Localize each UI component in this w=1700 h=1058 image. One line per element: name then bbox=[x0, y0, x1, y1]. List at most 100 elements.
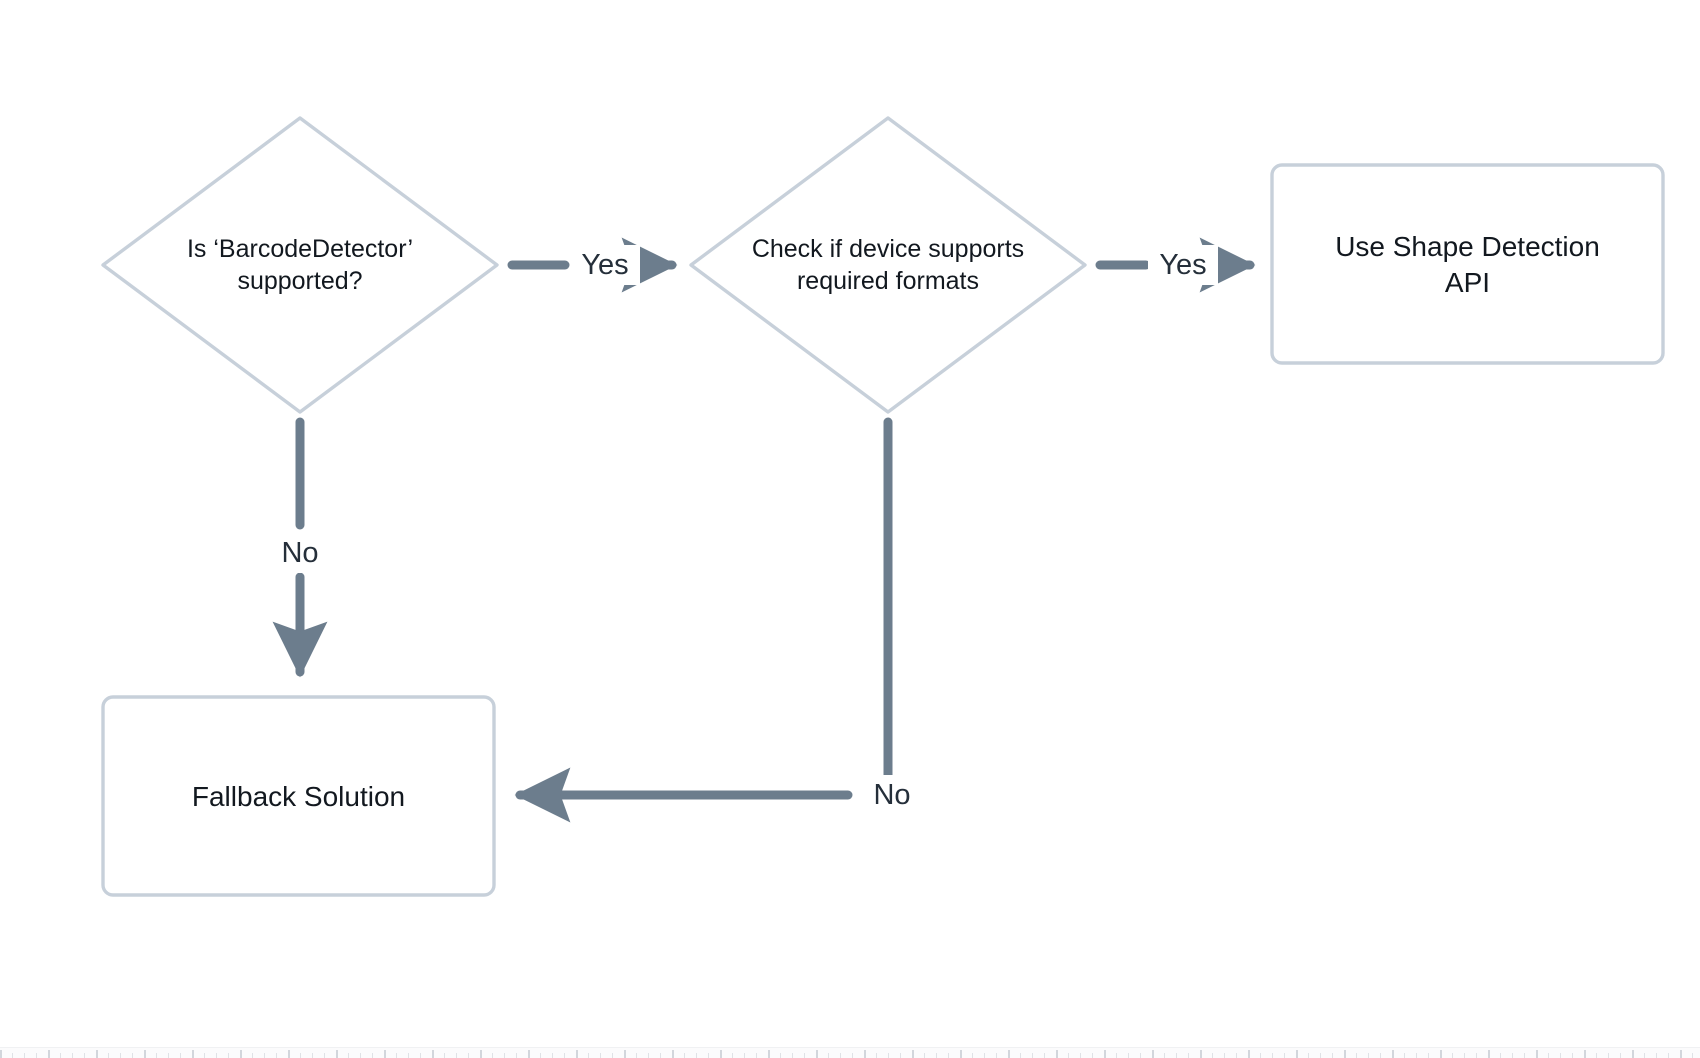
ruler-tick bbox=[852, 1053, 853, 1058]
ruler-tick bbox=[1116, 1053, 1117, 1058]
ruler-tick bbox=[912, 1050, 914, 1058]
ruler-tick bbox=[1692, 1053, 1693, 1058]
ruler-tick bbox=[264, 1053, 265, 1058]
ruler-tick bbox=[984, 1053, 985, 1058]
ruler-tick bbox=[1068, 1053, 1069, 1058]
ruler-tick bbox=[864, 1050, 866, 1058]
ruler-tick bbox=[1380, 1053, 1381, 1058]
ruler-tick bbox=[876, 1053, 877, 1058]
ruler-tick bbox=[1620, 1053, 1621, 1058]
ruler-tick bbox=[324, 1053, 325, 1058]
ruler-tick bbox=[408, 1053, 409, 1058]
ruler-tick bbox=[12, 1053, 13, 1058]
ruler-tick bbox=[204, 1053, 205, 1058]
node-decision-barcodedetector[interactable] bbox=[101, 116, 499, 414]
ruler-tick bbox=[1500, 1053, 1501, 1058]
ruler-tick bbox=[1056, 1050, 1058, 1058]
ruler-tick bbox=[1308, 1053, 1309, 1058]
ruler-tick bbox=[156, 1053, 157, 1058]
ruler-tick bbox=[1248, 1050, 1250, 1058]
ruler-tick bbox=[1548, 1053, 1549, 1058]
ruler-tick bbox=[936, 1053, 937, 1058]
ruler-tick bbox=[1044, 1053, 1045, 1058]
ruler-tick bbox=[1560, 1053, 1561, 1058]
ruler-tick bbox=[1512, 1053, 1513, 1058]
ruler-tick bbox=[1476, 1053, 1477, 1058]
ruler-tick bbox=[1428, 1053, 1429, 1058]
ruler-tick bbox=[600, 1053, 601, 1058]
node-decision-formats[interactable] bbox=[689, 116, 1087, 414]
ruler-tick bbox=[420, 1053, 421, 1058]
node-action-shape-detection[interactable] bbox=[1270, 163, 1665, 365]
ruler-tick bbox=[336, 1050, 338, 1058]
ruler-tick bbox=[24, 1053, 25, 1058]
ruler-tick bbox=[840, 1053, 841, 1058]
ruler-tick bbox=[1332, 1053, 1333, 1058]
ruler-tick bbox=[1128, 1053, 1129, 1058]
ruler-tick bbox=[456, 1053, 457, 1058]
ruler-tick bbox=[384, 1050, 386, 1058]
ruler-tick bbox=[708, 1053, 709, 1058]
ruler-tick bbox=[888, 1053, 889, 1058]
edge-label-formats-no: No bbox=[853, 775, 931, 815]
ruler-tick bbox=[684, 1053, 685, 1058]
ruler-tick bbox=[588, 1053, 589, 1058]
ruler-tick bbox=[1452, 1053, 1453, 1058]
ruler-tick bbox=[564, 1053, 565, 1058]
ruler-tick bbox=[1260, 1053, 1261, 1058]
ruler-tick bbox=[1536, 1050, 1538, 1058]
ruler-tick bbox=[1104, 1050, 1106, 1058]
ruler-tick bbox=[1680, 1050, 1682, 1058]
ruler-tick bbox=[624, 1050, 626, 1058]
ruler-tick bbox=[480, 1050, 482, 1058]
ruler-tick bbox=[768, 1050, 770, 1058]
ruler-tick bbox=[552, 1053, 553, 1058]
ruler-tick bbox=[1572, 1053, 1573, 1058]
node-action-fallback[interactable] bbox=[101, 695, 496, 897]
ruler-tick bbox=[348, 1053, 349, 1058]
ruler-tick bbox=[1272, 1053, 1273, 1058]
ruler-tick bbox=[1236, 1053, 1237, 1058]
ruler-tick bbox=[84, 1053, 85, 1058]
edge-label-barcode-yes: Yes bbox=[570, 245, 640, 285]
ruler-tick bbox=[1344, 1050, 1346, 1058]
ruler-tick bbox=[132, 1053, 133, 1058]
ruler-tick bbox=[252, 1053, 253, 1058]
ruler-tick bbox=[648, 1053, 649, 1058]
ruler-tick bbox=[72, 1053, 73, 1058]
ruler-tick bbox=[1176, 1053, 1177, 1058]
ruler-tick bbox=[1440, 1050, 1442, 1058]
ruler-tick bbox=[396, 1053, 397, 1058]
edge-label-barcode-no: No bbox=[261, 533, 339, 573]
ruler-tick bbox=[192, 1050, 194, 1058]
ruler-tick bbox=[60, 1053, 61, 1058]
ruler-tick bbox=[636, 1053, 637, 1058]
ruler-tick bbox=[1632, 1050, 1634, 1058]
ruler-tick bbox=[756, 1053, 757, 1058]
ruler-tick bbox=[48, 1050, 50, 1058]
ruler-tick bbox=[1320, 1053, 1321, 1058]
ruler-tick bbox=[1356, 1053, 1357, 1058]
ruler-tick bbox=[1392, 1050, 1394, 1058]
ruler-tick bbox=[360, 1053, 361, 1058]
ruler-tick bbox=[960, 1050, 962, 1058]
ruler-tick bbox=[1284, 1053, 1285, 1058]
ruler-tick bbox=[468, 1053, 469, 1058]
ruler-tick bbox=[804, 1053, 805, 1058]
ruler-tick bbox=[660, 1053, 661, 1058]
ruler-tick bbox=[1224, 1053, 1225, 1058]
edge-label-formats-yes: Yes bbox=[1148, 245, 1218, 285]
ruler-tick bbox=[1140, 1053, 1141, 1058]
ruler-tick bbox=[732, 1053, 733, 1058]
ruler-tick bbox=[144, 1050, 146, 1058]
ruler-tick bbox=[1188, 1053, 1189, 1058]
ruler-tick bbox=[1296, 1050, 1298, 1058]
ruler-tick bbox=[1164, 1053, 1165, 1058]
ruler-tick bbox=[504, 1053, 505, 1058]
ruler-tick bbox=[1152, 1050, 1154, 1058]
ruler-tick bbox=[672, 1050, 674, 1058]
ruler-tick bbox=[300, 1053, 301, 1058]
ruler-tick bbox=[696, 1053, 697, 1058]
ruler-tick bbox=[492, 1053, 493, 1058]
